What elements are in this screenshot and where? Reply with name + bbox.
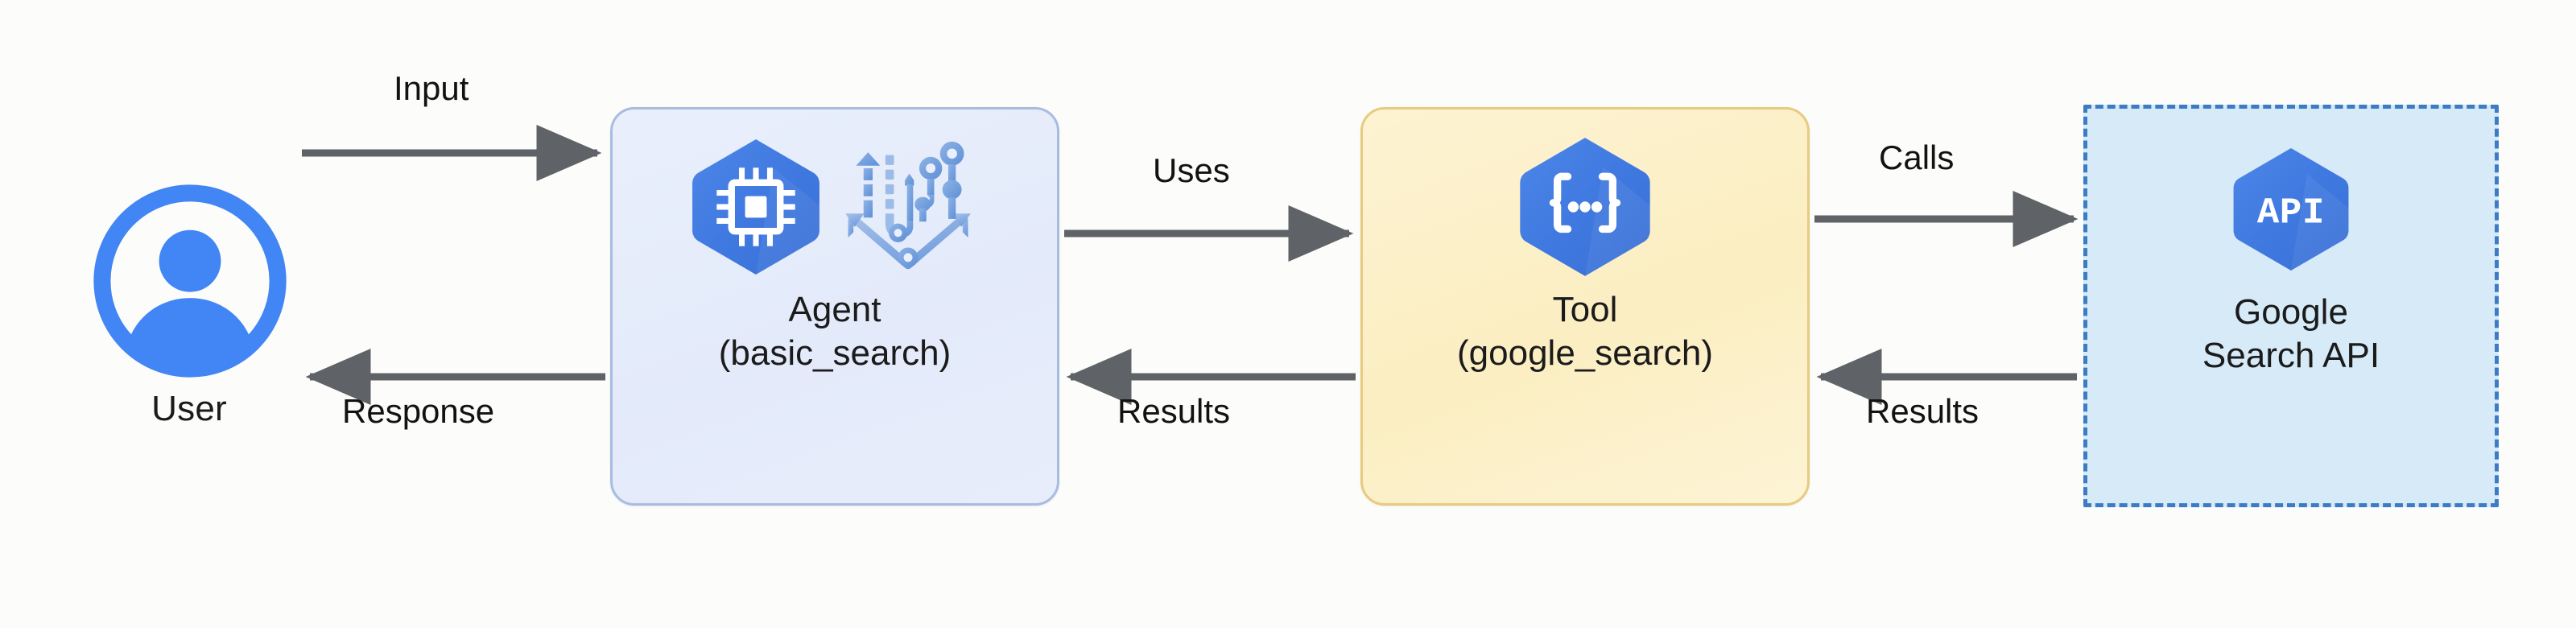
node-api-label: Google Search API — [2202, 292, 2380, 375]
edge-label-response: Response — [342, 392, 495, 430]
tool-icon-group — [1516, 130, 1654, 283]
agent-icon-group — [688, 130, 981, 283]
node-agent-label: Agent (basic_search) — [718, 290, 952, 373]
edge-label-results-api-tool: Results — [1866, 392, 1979, 430]
edge-label-uses: Uses — [1153, 151, 1230, 189]
node-agent[interactable]: Agent (basic_search) — [610, 107, 1059, 506]
user-avatar-icon — [93, 184, 287, 378]
edge-label-input: Input — [394, 69, 469, 107]
api-hexagon-text: API — [2257, 192, 2325, 234]
cpu-hexagon-icon — [692, 139, 819, 275]
node-user[interactable]: User — [80, 181, 298, 447]
api-icon-group: API — [2230, 141, 2352, 278]
node-google-search-api[interactable]: API Google Search API — [2083, 105, 2499, 507]
node-user-label: User — [151, 389, 227, 428]
workflow-pipeline-icon — [845, 141, 971, 270]
node-tool-label: Tool (google_search) — [1457, 290, 1713, 373]
api-hexagon-icon: API — [2233, 148, 2349, 271]
node-tool[interactable]: Tool (google_search) — [1360, 107, 1810, 506]
edge-label-calls: Calls — [1879, 138, 1955, 176]
edge-label-results-tool-agent: Results — [1117, 392, 1231, 430]
braces-ellipsis-hexagon-icon — [1520, 138, 1650, 276]
